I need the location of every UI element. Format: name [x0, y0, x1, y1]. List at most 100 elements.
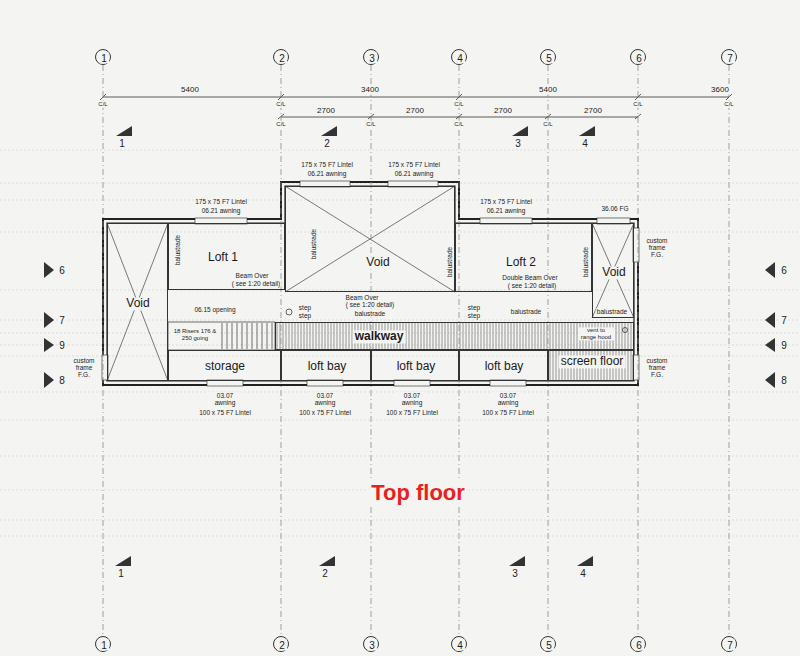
section-number: 9 — [780, 340, 788, 351]
grid-number: 2 — [277, 53, 287, 64]
grid-bubble: 4 — [451, 636, 467, 652]
section-triangle — [44, 338, 54, 352]
grid-number: 7 — [725, 640, 735, 651]
room-outline: loft bay — [281, 350, 371, 381]
walkway-hatch — [275, 322, 634, 350]
annotation: 06.21 awning — [486, 207, 527, 214]
void-crosses — [107, 186, 634, 381]
stair-tread — [222, 323, 223, 349]
grid-number: 7 — [725, 53, 735, 64]
section-triangle — [115, 556, 131, 566]
annotation: balustrade — [354, 310, 386, 317]
section-triangle — [512, 126, 528, 136]
stair-tread — [262, 323, 263, 349]
annotation: custom frame F.G. — [69, 357, 99, 378]
dimension: 3400 — [360, 86, 380, 95]
centerline-mark: C/L — [542, 121, 553, 128]
reference-line — [0, 456, 800, 457]
annotation: 06.21 awning — [201, 207, 242, 214]
grid-line — [103, 65, 104, 636]
outer-wall — [103, 182, 638, 385]
annotation: balustrade — [582, 246, 589, 278]
room-name: screen floor — [559, 355, 626, 368]
room-name: Loft 2 — [504, 256, 538, 269]
section-triangle — [765, 262, 775, 278]
dimension-lines — [100, 94, 732, 119]
grid-number: 6 — [634, 640, 644, 651]
screen-floor-hatch — [548, 350, 634, 381]
room-outline: loft bay — [459, 350, 548, 381]
grid-number: 4 — [455, 53, 465, 64]
dimension: 2700 — [316, 107, 336, 116]
void-cross — [285, 186, 455, 292]
annotation: custom frame F.G. — [642, 357, 672, 378]
annotation: 03.07 awning — [492, 392, 524, 406]
stair-tread — [267, 323, 268, 349]
grid-bubble: 2 — [273, 636, 289, 652]
centerline-mark: C/L — [453, 101, 464, 108]
annotation: balustrade — [596, 308, 628, 315]
annotation: 100 x 75 F7 Lintel — [298, 409, 352, 416]
reference-line — [0, 232, 800, 233]
annotation: 175 x 75 F7 Lintel — [194, 198, 248, 205]
dimension: 2700 — [405, 107, 425, 116]
section-number: 8 — [58, 375, 66, 386]
section-number: 6 — [58, 265, 66, 276]
section-triangle — [44, 262, 54, 278]
step-symbol — [286, 309, 292, 315]
annotation: ( see 1:20 detail) — [507, 282, 557, 289]
annotation: 100 x 75 F7 Lintel — [198, 409, 252, 416]
section-triangle — [44, 372, 54, 388]
annotation: ( see 1:20 detail) — [345, 301, 395, 308]
grid-number: 2 — [277, 640, 287, 651]
reference-line — [0, 536, 800, 537]
room-outline: storage — [168, 350, 281, 381]
section-number: 2 — [323, 138, 331, 149]
grid-bubble: 5 — [540, 636, 556, 652]
section-triangle — [321, 126, 337, 136]
section-number: 3 — [511, 568, 519, 579]
annotation: 06.21 awning — [394, 170, 435, 177]
stair-tread — [227, 323, 228, 349]
dimension-line — [281, 117, 638, 118]
grid-number: 1 — [99, 53, 109, 64]
room-outline: screen floor — [548, 350, 634, 381]
grid-bubble: 6 — [630, 49, 646, 65]
grid-bubble: 2 — [273, 49, 289, 65]
section-number: 4 — [579, 568, 587, 579]
grid-line — [729, 65, 730, 636]
void-cross — [285, 186, 455, 292]
grid-number: 3 — [367, 640, 377, 651]
grid-bubble: 3 — [363, 636, 379, 652]
annotation: step — [467, 312, 481, 319]
reference-line — [0, 320, 800, 321]
annotation: 03.07 awning — [396, 392, 428, 406]
annotation: balustrade — [310, 228, 317, 260]
annotation: step — [467, 304, 481, 311]
annotation: 175 x 75 F7 Lintel — [300, 161, 354, 168]
section-triangle — [509, 556, 525, 566]
void-cross — [592, 223, 634, 318]
stair-tread — [242, 323, 243, 349]
grid-bubble: 1 — [95, 49, 111, 65]
section-number: 7 — [780, 315, 788, 326]
void-cross — [107, 223, 168, 381]
dimension-line — [103, 97, 729, 98]
section-triangle — [116, 126, 132, 136]
reference-line — [0, 356, 800, 357]
section-number: 2 — [321, 568, 329, 579]
section-triangle — [579, 126, 595, 136]
section-markers — [44, 126, 775, 566]
annotation: Double Beam Over — [501, 274, 558, 281]
reference-lines — [0, 150, 800, 536]
centerline-mark: C/L — [723, 101, 734, 108]
annotation: balustrade — [446, 246, 453, 278]
grid-bubble: 6 — [630, 636, 646, 652]
stair-tread — [252, 323, 253, 349]
room-name: Loft 1 — [206, 251, 240, 264]
stair-outline — [168, 322, 275, 350]
annotation: 03.07 awning — [309, 392, 341, 406]
